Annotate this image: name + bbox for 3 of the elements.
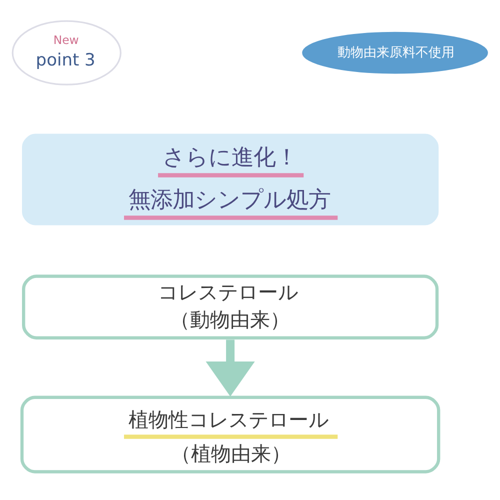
arrow: [206, 339, 255, 396]
node-ellipse: New point 3: [12, 20, 122, 85]
node-ellipse: 動物由来原料不使用: [302, 31, 488, 74]
